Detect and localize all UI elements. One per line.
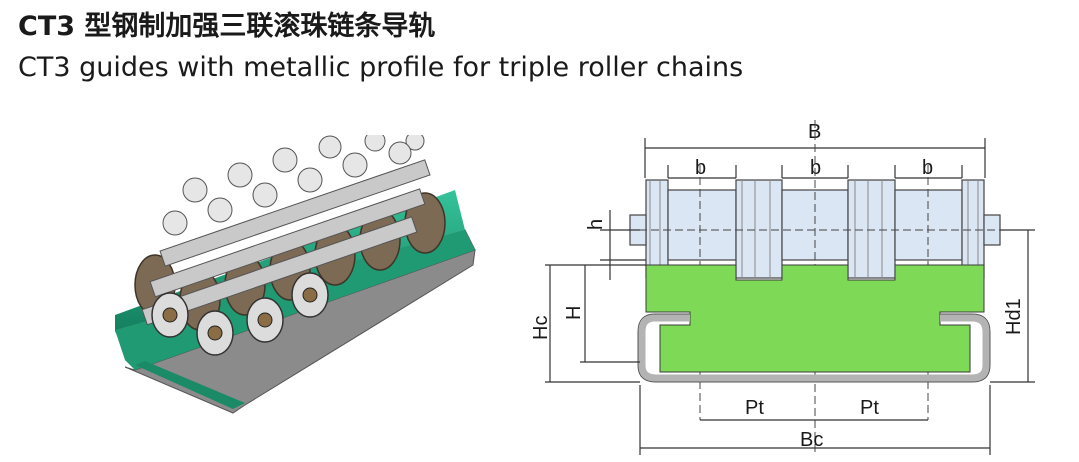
dim-b-2: b [810,157,821,179]
dim-Pt-2: Pt [860,397,879,419]
cross-section-drawing: B b b b h Hc [530,120,1035,455]
product-photo [115,135,476,414]
dim-Bc: Bc [800,429,823,451]
dim-Hd1: Hd1 [1003,298,1025,335]
title-chinese: CT3 型钢制加强三联滚珠链条导轨 [18,11,436,42]
dim-Hc: Hc [530,316,552,340]
dim-b-1: b [695,157,706,179]
roller-chain [134,135,446,356]
dim-h: h [585,219,607,230]
dim-Pt-1: Pt [745,397,764,419]
title-english: CT3 guides with metallic profile for tri… [18,52,744,83]
dim-H: H [563,306,585,320]
green-guide-section [645,264,985,373]
metal-profile [638,314,990,382]
